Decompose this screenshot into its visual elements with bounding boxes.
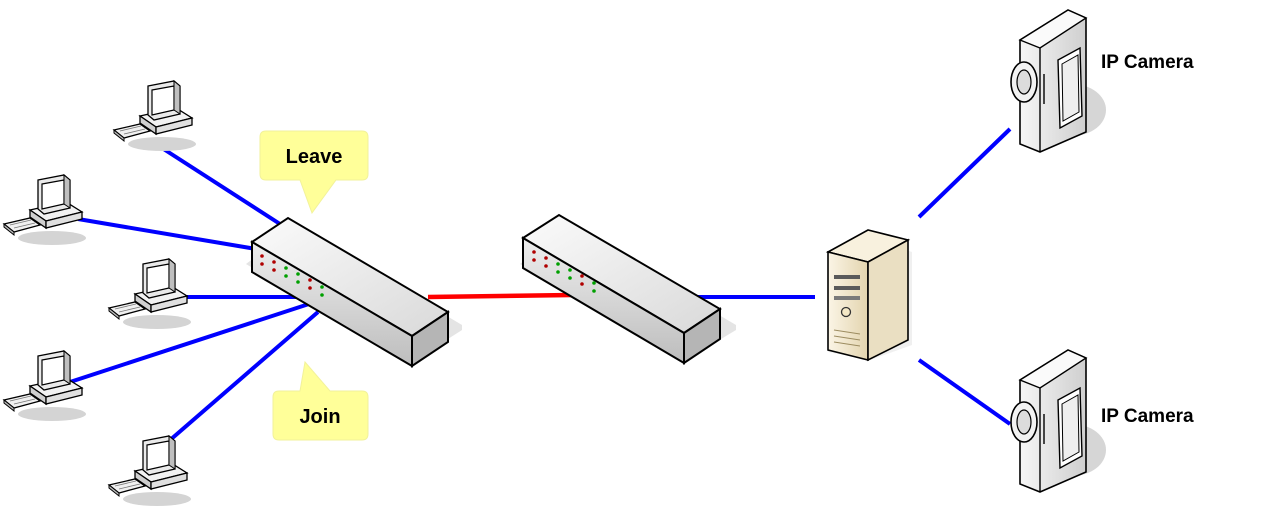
join-callout: Join xyxy=(272,360,369,441)
status-leds xyxy=(532,250,596,293)
workstation-icon xyxy=(108,435,192,507)
workstation-icon xyxy=(3,174,87,246)
link-pc4-switch xyxy=(69,300,316,384)
link-server-camera-top xyxy=(917,127,1012,219)
ip-camera-label-bottom: IP Camera xyxy=(1101,406,1194,427)
link-pc1-switch xyxy=(160,146,282,226)
link-pc2-switch xyxy=(77,217,263,252)
workstation-icon xyxy=(108,258,192,330)
ip-camera-icon xyxy=(1010,9,1107,153)
link-pc5-switch xyxy=(160,310,320,449)
ip-camera-icon xyxy=(1010,349,1107,493)
link-server-camera-bottom xyxy=(917,358,1012,426)
switch-icon xyxy=(520,213,736,365)
workstation-icon xyxy=(113,80,197,152)
workstation-icon xyxy=(3,350,87,422)
leave-callout: Leave xyxy=(259,130,369,215)
join-callout-text: Join xyxy=(299,406,340,428)
client-links xyxy=(69,146,320,449)
ip-camera-label-top: IP Camera xyxy=(1101,52,1194,73)
server-icon xyxy=(825,229,912,362)
status-leds xyxy=(260,254,324,297)
leave-callout-text: Leave xyxy=(286,146,343,168)
switch-icon xyxy=(246,216,462,368)
trunk-link-switch1-switch2 xyxy=(427,292,573,300)
